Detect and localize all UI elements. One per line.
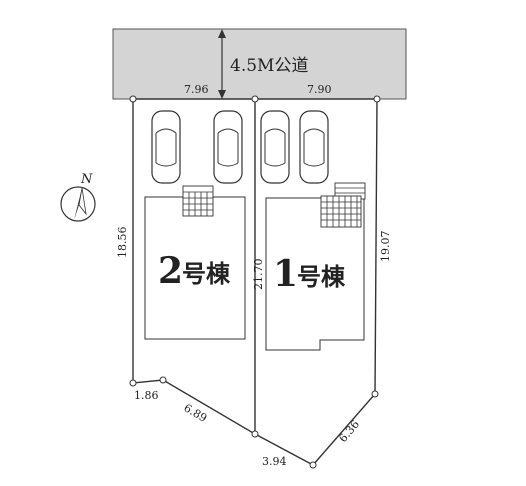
building-1-entrance-steps: [320, 182, 366, 228]
car-icon: [260, 110, 290, 184]
compass-letter: N: [80, 172, 93, 187]
car-icon: [299, 110, 329, 184]
boundary-markers: [129, 95, 381, 469]
building-2-number: 2: [158, 250, 183, 292]
boundary-marker: [309, 461, 317, 469]
dim-right-side: 19.07: [379, 231, 392, 263]
dim-rear-4: 6.36: [336, 418, 362, 445]
boundary-marker: [129, 379, 137, 387]
dim-rear-3: 3.94: [262, 455, 287, 468]
boundary-marker: [129, 95, 137, 103]
building-1-number: 1: [273, 253, 298, 295]
boundary-marker: [159, 376, 167, 384]
dim-middle-boundary: 21.70: [252, 259, 265, 291]
building-2-suffix: 号棟: [182, 259, 231, 288]
dim-left-side: 18.56: [116, 227, 129, 259]
car-icon: [151, 110, 181, 184]
parking-lot-1: [260, 110, 329, 184]
dim-frontage-left: 7.96: [184, 83, 209, 96]
boundary-marker: [251, 95, 259, 103]
north-arrow-icon: [60, 186, 96, 222]
public-road: [112, 28, 407, 100]
parking-lot-2: [151, 110, 243, 184]
building-1-suffix: 号棟: [297, 262, 346, 291]
boundary-marker: [371, 390, 379, 398]
building-2-entrance-steps: [182, 185, 214, 217]
boundary-marker: [251, 430, 259, 438]
lot-boundary: [132, 98, 378, 466]
road-width-arrow: [218, 29, 226, 99]
dim-frontage-right: 7.90: [307, 83, 332, 96]
dim-rear-1: 1.86: [134, 389, 159, 402]
road-label: 4.5M公道: [230, 56, 308, 76]
boundary-marker: [373, 95, 381, 103]
car-icon: [213, 110, 243, 184]
